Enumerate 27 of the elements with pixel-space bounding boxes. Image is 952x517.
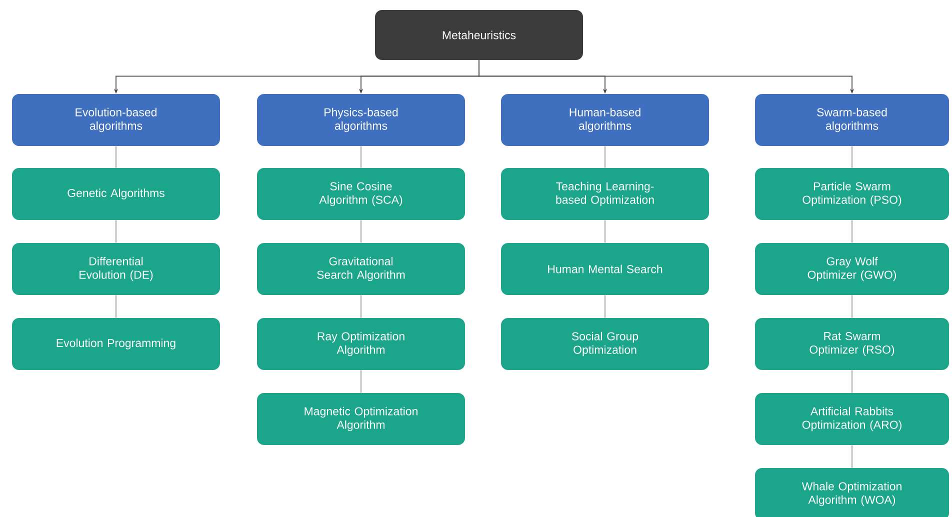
connector-line	[604, 146, 606, 168]
category-box: Physics-based algorithms	[257, 94, 465, 146]
category-box: Human-based algorithms	[501, 94, 709, 146]
algorithm-box: Magnetic Optimization Algorithm	[257, 393, 465, 445]
category-box: Evolution-based algorithms	[12, 94, 220, 146]
algorithm-box: Whale Optimization Algorithm (WOA)	[755, 468, 949, 517]
root-box: Metaheuristics	[375, 10, 583, 60]
algorithm-box: Gray Wolf Optimizer (GWO)	[755, 243, 949, 295]
category-box: Swarm-based algorithms	[755, 94, 949, 146]
algorithm-box: Human Mental Search	[501, 243, 709, 295]
algorithm-box: Particle Swarm Optimization (PSO)	[755, 168, 949, 220]
algorithm-box: Gravitational Search Algorithm	[257, 243, 465, 295]
connector-line	[360, 370, 362, 394]
connector-line	[360, 294, 362, 318]
connector-line	[604, 220, 606, 244]
algorithm-box: Social Group Optimization	[501, 318, 709, 370]
algorithm-box: Evolution Programming	[12, 318, 220, 370]
algorithm-box: Differential Evolution (DE)	[12, 243, 220, 295]
connector-line	[360, 220, 362, 244]
algorithm-box: Teaching Learning-based Optimization	[501, 168, 709, 220]
algorithm-box: Rat Swarm Optimizer (RSO)	[755, 318, 949, 370]
algorithm-box: Artificial Rabbits Optimization (ARO)	[755, 393, 949, 445]
connector-line	[360, 146, 362, 168]
algorithm-box: Genetic Algorithms	[12, 168, 220, 220]
connector-line	[604, 294, 606, 318]
algorithm-box: Sine Cosine Algorithm (SCA)	[257, 168, 465, 220]
algorithm-box: Ray Optimization Algorithm	[257, 318, 465, 370]
